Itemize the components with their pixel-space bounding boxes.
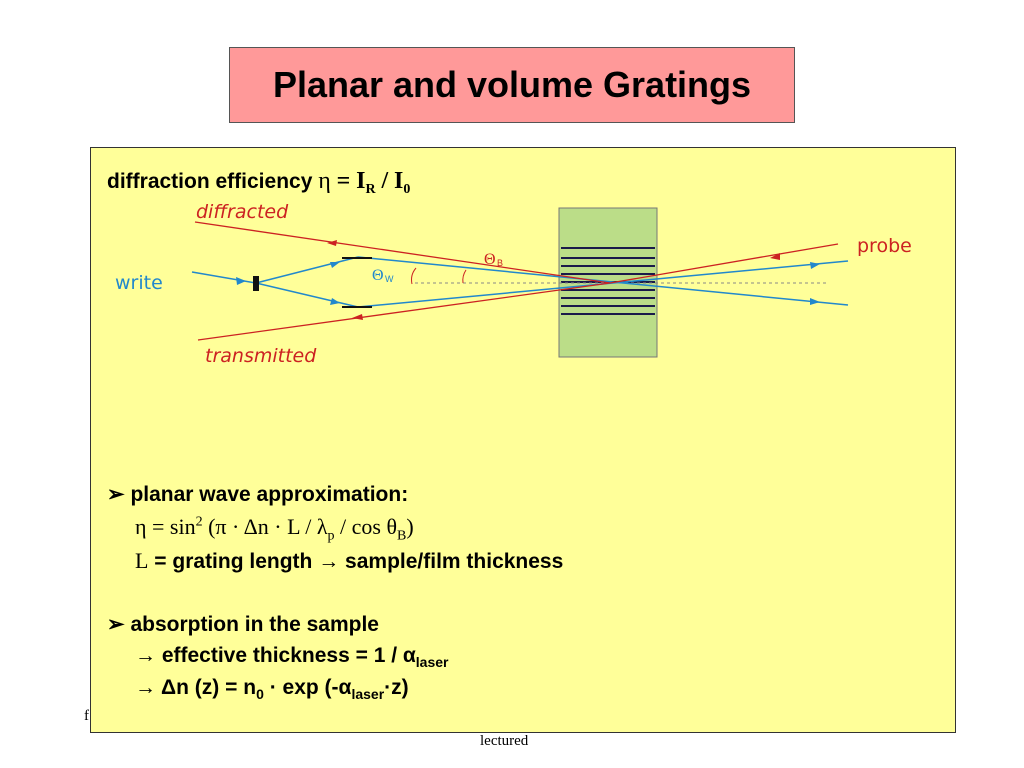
write-arrows — [236, 262, 820, 305]
grating-lines — [561, 247, 655, 315]
theta-w-symbol: Θ — [372, 267, 384, 284]
beam-splitter — [253, 276, 259, 291]
footer-mark: f — [84, 708, 89, 724]
probe-label: probe — [857, 235, 912, 257]
page-title: Planar and volume Gratings — [272, 64, 752, 105]
write-beams — [191, 256, 849, 308]
write-label: write — [115, 272, 163, 294]
theta-w-arc — [411, 267, 417, 285]
footer-text: lectured — [480, 733, 529, 749]
bullet2-heading: ➢ absorption in the sample — [107, 613, 379, 636]
bullet1-formula: η = sin2 (π · Δn · L / λp / cos θB) — [135, 514, 414, 544]
title-box: Planar and volume Gratings — [229, 47, 795, 123]
probe-beams — [194, 221, 839, 341]
bullet2-line2: → Δn (z) = n0 · exp (-αlaser·z) — [135, 676, 409, 703]
theta-b-symbol: Θ — [484, 251, 496, 268]
content-panel: diffraction efficiency η = IR / I0 ➢ pla… — [90, 147, 956, 733]
bullet2-line1: → effective thickness = 1 / αlaser — [135, 644, 449, 671]
bullet1-definition: L = grating length → sample/film thickne… — [135, 548, 564, 573]
theta-w-subscript: W — [385, 274, 394, 284]
probe-arrows — [327, 240, 780, 320]
efficiency-line: diffraction efficiency η = IR / I0 — [107, 168, 411, 198]
transmitted-label: transmitted — [205, 345, 317, 367]
theta-b-subscript: B — [497, 258, 503, 268]
diffracted-label: diffracted — [196, 201, 289, 223]
bullet1-heading: ➢ planar wave approximation: — [107, 483, 409, 506]
theta-b-arc — [462, 269, 467, 284]
